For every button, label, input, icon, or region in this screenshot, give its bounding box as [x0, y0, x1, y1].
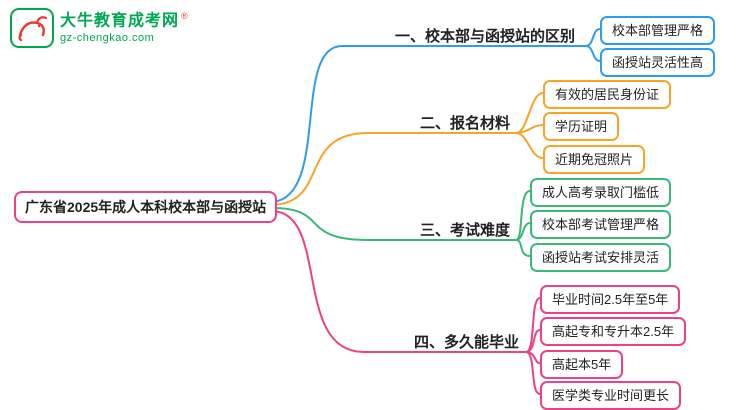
root-node: 广东省2025年成人本科校本部与函授站 [14, 191, 278, 223]
branch-1-label: 一、校本部与函授站的区别 [395, 28, 576, 45]
leaf-node: 函授站灵活性高 [600, 48, 716, 77]
logo-title: 大牛教育成考网® [60, 10, 189, 30]
branch-4-label: 四、多久能毕业 [414, 334, 520, 351]
logo-domain: gz-chengkao.com [60, 31, 155, 44]
logo: 大牛教育成考网® gz-chengkao.com [10, 8, 189, 48]
leaf-node: 毕业时间2.5年至5年 [540, 285, 681, 314]
logo-text: 大牛教育成考网® gz-chengkao.com [60, 10, 189, 44]
branch-3-curves [271, 190, 531, 257]
leaf-node: 医学类专业时间更长 [540, 381, 682, 410]
branch-1-curves [271, 28, 601, 203]
leaf-node: 函授站考试安排灵活 [530, 243, 672, 272]
leaf-node: 近期免冠照片 [543, 145, 646, 174]
bull-icon [10, 8, 54, 48]
leaf-node: 成人高考录取门槛低 [530, 178, 672, 207]
leaf-node: 学历证明 [543, 112, 620, 141]
branch-2-label: 二、报名材料 [420, 115, 511, 132]
branch-2-curves [271, 92, 544, 206]
registered-mark: ® [181, 10, 189, 21]
branch-3-label: 三、考试难度 [420, 222, 511, 239]
leaf-node: 校本部考试管理严格 [530, 210, 672, 239]
leaf-node: 校本部管理严格 [600, 16, 716, 45]
leaf-node: 高起本5年 [540, 350, 624, 379]
leaf-node: 有效的居民身份证 [543, 80, 672, 109]
branch-4-curves [271, 210, 541, 395]
leaf-node: 高起专和专升本2.5年 [540, 317, 687, 346]
